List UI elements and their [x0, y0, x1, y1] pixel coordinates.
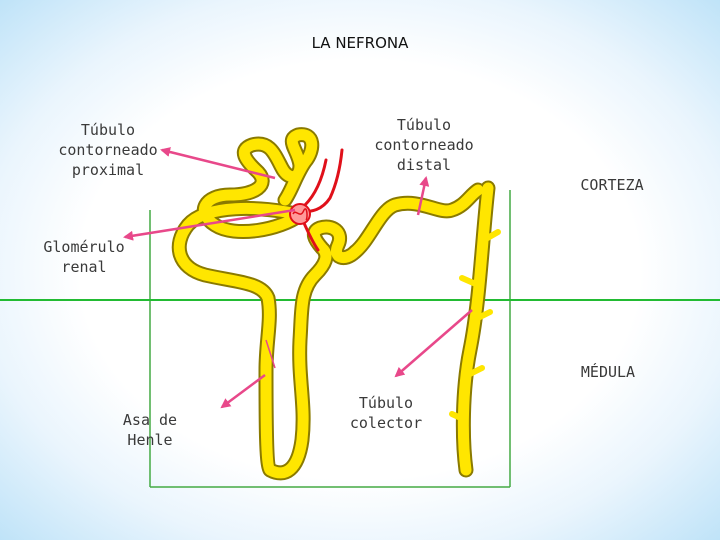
- label-proximal: Túbulo contorneado proximal: [58, 121, 158, 179]
- loop-of-henle: [173, 202, 361, 479]
- label-glomerulo: Glomérulo renal: [43, 238, 125, 276]
- distal-tubule: [349, 184, 484, 258]
- arrow-henle: [220, 373, 266, 409]
- henle-tick: [265, 339, 276, 369]
- label-distal: Túbulo contorneado distal: [374, 116, 474, 174]
- arrow-glomerulo: [123, 208, 296, 241]
- nephron-tubules: [171, 127, 501, 481]
- label-medula: MÉDULA: [580, 363, 636, 381]
- arrow-distal: [416, 176, 430, 216]
- diagram-title: LA NEFRONA: [311, 34, 409, 52]
- label-colector: Túbulo colector: [349, 394, 423, 432]
- collecting-duct: [457, 182, 494, 476]
- label-corteza: CORTEZA: [580, 176, 644, 194]
- region-frame: [149, 190, 511, 488]
- arrow-proximal: [160, 147, 276, 180]
- label-henle: Asa de Henle: [122, 411, 178, 449]
- glomerulus: [289, 203, 311, 225]
- arrow-colector: [394, 309, 473, 378]
- pointer-arrows: [123, 147, 473, 409]
